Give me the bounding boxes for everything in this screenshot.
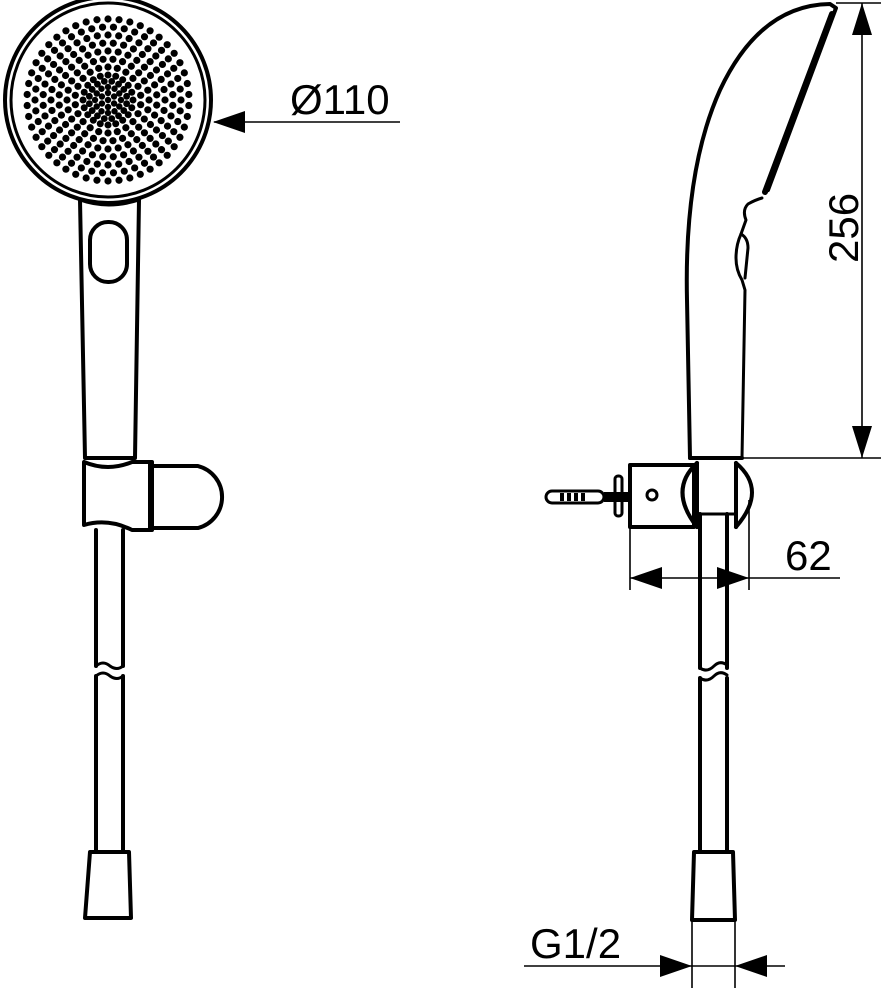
wall-bracket-front <box>82 460 225 532</box>
thread-dimension: G1/2 <box>524 920 785 977</box>
spray-nozzles <box>23 15 193 185</box>
handle <box>78 198 141 460</box>
side-view: 256 62 G1/2 <box>524 2 881 988</box>
spray-mode-button <box>88 220 129 284</box>
diameter-label: Ø110 <box>290 76 390 123</box>
projection-label: 62 <box>785 532 832 579</box>
height-label: 256 <box>820 193 867 263</box>
wall-bracket-side <box>628 461 754 529</box>
hose-fitting <box>83 850 133 920</box>
diameter-dimension: Ø110 <box>213 76 400 133</box>
wall-anchor-screw <box>544 474 630 518</box>
thread-label: G1/2 <box>530 920 621 967</box>
handset-profile <box>684 2 838 460</box>
hose-fitting-side <box>690 850 737 922</box>
hose-front <box>83 528 133 920</box>
spray-head <box>3 0 213 205</box>
front-view: Ø110 <box>3 0 400 920</box>
projection-dimension: 62 <box>629 500 840 590</box>
height-dimension: 256 <box>742 2 881 459</box>
hose-side <box>690 512 737 988</box>
